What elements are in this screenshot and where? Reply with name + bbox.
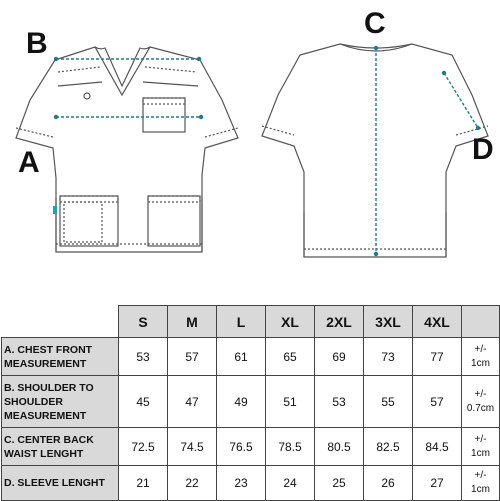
value-cell: 24: [265, 465, 315, 501]
row-label: B. SHOULDER TO SHOULDER MEASUREMENT: [1, 375, 119, 428]
row-label-line: B. SHOULDER TO: [4, 381, 94, 394]
measure-lines-back: [375, 48, 479, 254]
value-cell: 22: [167, 465, 217, 501]
value-cell: 27: [412, 465, 462, 501]
value-cell: 73: [363, 337, 413, 376]
value-cell: 74.5: [167, 427, 217, 466]
size-header: M: [167, 305, 217, 338]
value-cell: 61: [216, 337, 266, 376]
tolerance-line: 0.7cm: [466, 402, 495, 414]
value-cell: 65: [265, 337, 315, 376]
value-cell: 51: [265, 375, 315, 428]
value-cell: 72.5: [118, 427, 168, 466]
tolerance-line: +/-: [474, 470, 487, 481]
value-cell: 80.5: [314, 427, 364, 466]
table-row: D. SLEEVE LENGHT 21 22 23 24 25 26 27 +/…: [1, 465, 500, 501]
measure-lines-front: [56, 58, 201, 118]
value-cell: 23: [216, 465, 266, 501]
row-label: C. CENTER BACK WAIST LENGHT: [1, 427, 119, 466]
tolerance-line: +/-: [474, 433, 487, 445]
value-cell: 53: [118, 337, 168, 376]
size-header: 2XL: [314, 305, 364, 338]
row-label-line: C. CENTER BACK: [4, 433, 94, 446]
value-cell: 47: [167, 375, 217, 428]
back-view-shirt: [261, 43, 489, 258]
brand-tag: [53, 206, 57, 214]
size-header: 4XL: [412, 305, 462, 338]
marker-c: C: [364, 7, 386, 40]
header-tolerance-blank: [461, 305, 500, 338]
row-label-line: D. SLEEVE LENGHT: [4, 477, 105, 489]
value-cell: 77: [412, 337, 462, 376]
size-chart-table: S M L XL 2XL 3XL 4XL A. CHEST FRONT MEAS…: [1, 305, 500, 501]
table-row: A. CHEST FRONT MEASUREMENT 53 57 61 65 6…: [1, 337, 500, 376]
tolerance-cell: +/- 0.7cm: [461, 375, 500, 428]
tolerance-line: 1cm: [471, 484, 490, 495]
tolerance-line: +/-: [474, 388, 487, 400]
size-header: S: [118, 305, 168, 338]
value-cell: 25: [314, 465, 364, 501]
row-label-line: A. CHEST FRONT: [4, 343, 93, 356]
tolerance-line: 1cm: [471, 447, 490, 459]
value-cell: 78.5: [265, 427, 315, 466]
marker-d: D: [472, 133, 494, 166]
row-label-line: WAIST LENGHT: [4, 447, 84, 460]
value-cell: 57: [167, 337, 217, 376]
table-row: C. CENTER BACK WAIST LENGHT 72.5 74.5 76…: [1, 427, 500, 466]
size-header: XL: [265, 305, 315, 338]
value-cell: 49: [216, 375, 266, 428]
value-cell: 26: [363, 465, 413, 501]
scrub-top-illustration: B A C D: [15, 7, 494, 258]
row-label: D. SLEEVE LENGHT: [1, 465, 119, 501]
value-cell: 45: [118, 375, 168, 428]
size-header: L: [216, 305, 266, 338]
tolerance-line: 1cm: [471, 357, 490, 369]
value-cell: 82.5: [363, 427, 413, 466]
header-blank-cell: [1, 305, 119, 338]
tolerance-cell: +/- 1cm: [461, 337, 500, 376]
value-cell: 84.5: [412, 427, 462, 466]
size-header: 3XL: [363, 305, 413, 338]
row-label-line: MEASUREMENT: [4, 409, 87, 422]
row-label-line: MEASUREMENT: [4, 357, 87, 370]
tolerance-cell: +/- 1cm: [461, 427, 500, 466]
table-row: B. SHOULDER TO SHOULDER MEASUREMENT 45 4…: [1, 375, 500, 428]
size-header-row: S M L XL 2XL 3XL 4XL: [1, 305, 500, 338]
value-cell: 21: [118, 465, 168, 501]
value-cell: 69: [314, 337, 364, 376]
row-label: A. CHEST FRONT MEASUREMENT: [1, 337, 119, 376]
tolerance-line: +/-: [474, 343, 487, 355]
value-cell: 53: [314, 375, 364, 428]
marker-a: A: [18, 146, 40, 179]
tolerance-cell: +/- 1cm: [461, 465, 500, 501]
front-view-shirt: [15, 46, 239, 253]
value-cell: 55: [363, 375, 413, 428]
value-cell: 76.5: [216, 427, 266, 466]
row-label-line: SHOULDER: [4, 395, 63, 408]
value-cell: 57: [412, 375, 462, 428]
marker-b: B: [26, 27, 48, 60]
